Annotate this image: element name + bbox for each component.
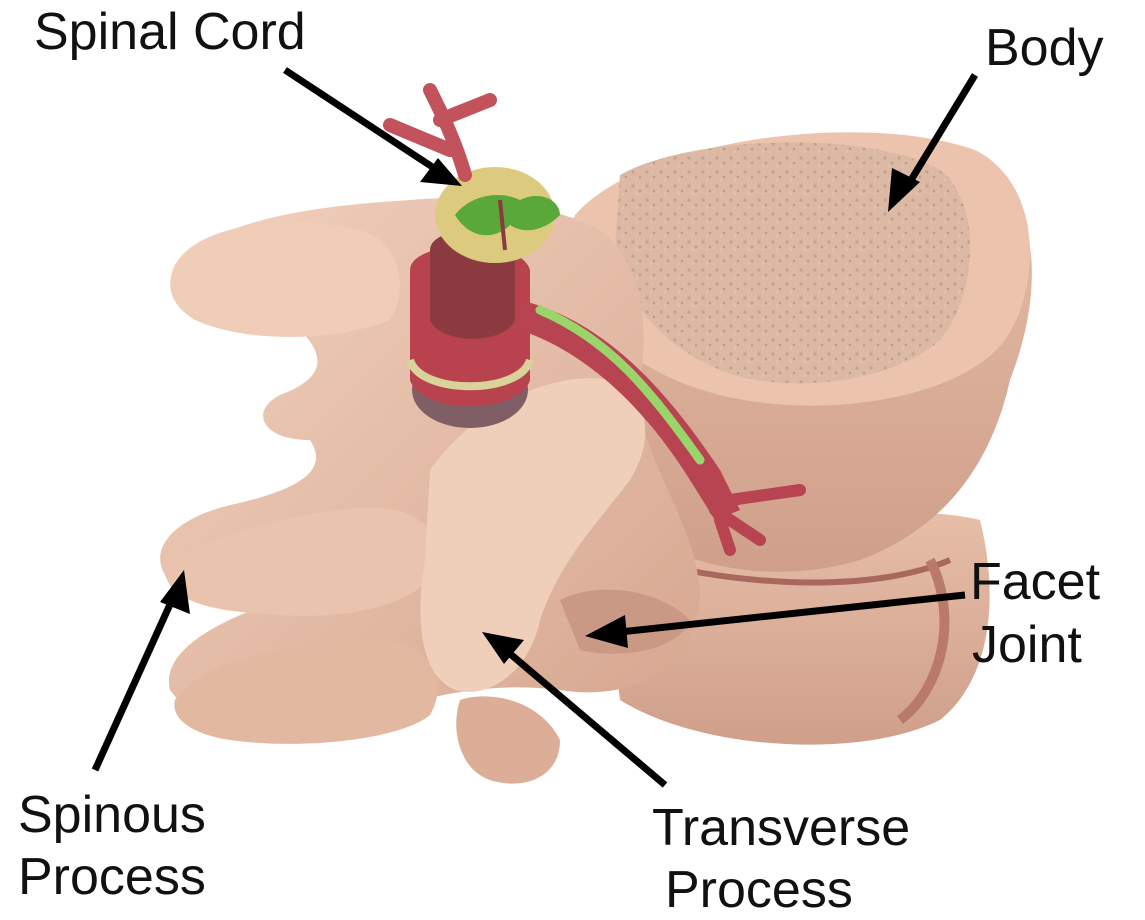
label-body: Body [985,18,1104,78]
label-transverse-process-line1: Transverse [652,798,910,858]
label-spinal-cord: Spinal Cord [34,2,306,62]
transverse-process-tip [456,696,560,783]
label-facet-joint-line1: Facet [970,552,1100,612]
label-spinous-process-line1: Spinous [18,785,206,845]
arrow-spinous-process [95,600,172,770]
arrow-spinal-cord [285,70,440,172]
label-transverse-process-line2: Process [665,860,853,920]
label-facet-joint-line2: Joint [972,615,1082,675]
label-spinous-process-line2: Process [18,847,206,907]
superior-articular-process [170,222,400,337]
